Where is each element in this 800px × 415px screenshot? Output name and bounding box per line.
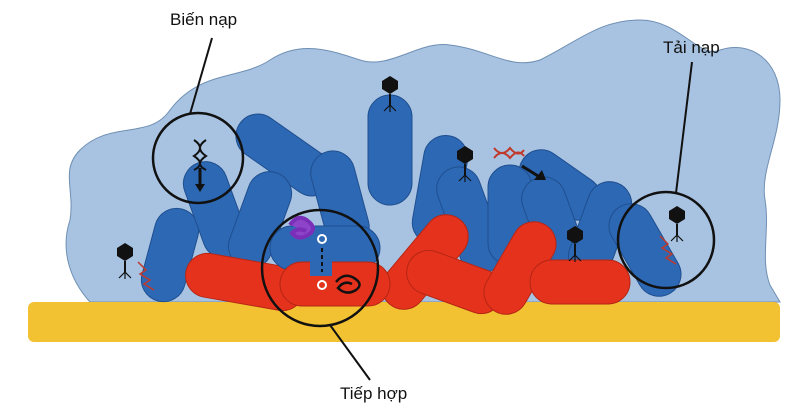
chromosome-black-icon [335,274,361,294]
bacteriophage-icon [567,226,583,262]
phage-dna-icon [659,235,677,265]
phage-dna-icon [137,261,155,291]
substrate-surface [28,302,780,342]
bacteriophage-icon [457,146,473,182]
leader-line [329,324,371,381]
label-transduction: Tải nạp [663,38,720,57]
conjugation-highlight [260,208,380,328]
label-transformation: Biến nạp [170,10,238,29]
arrow-down-icon [195,168,205,192]
dna-helix-icon [192,139,208,171]
leader-line [189,37,213,115]
arrow-icon [521,164,546,180]
leader-line [675,61,693,194]
bacteriophage-icon [382,76,398,112]
bacteriophage-icon [117,243,133,279]
transformation-highlight [151,111,245,205]
plasmid-icon [317,280,327,290]
bacteriophage-icon [669,206,685,242]
label-conjugation: Tiếp hợp [340,384,408,403]
free-dna-icon [493,146,525,160]
bacteria-group [140,94,682,315]
bacterium-red [279,261,391,307]
transduction-highlight [616,190,716,290]
bacterium-red [529,259,631,305]
chromosome-purple-icon [288,215,315,240]
plasmid-icon [317,234,327,244]
